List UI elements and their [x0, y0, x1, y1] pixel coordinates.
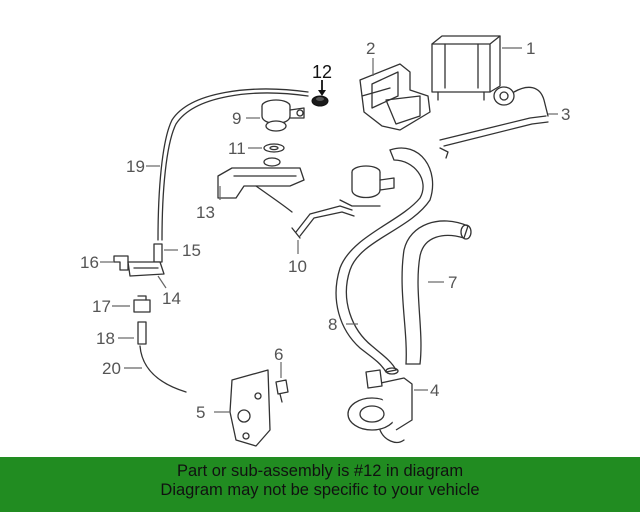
part-3-valve-tube[interactable] — [439, 86, 549, 159]
part-6-bolt[interactable] — [275, 379, 289, 403]
callout-7[interactable]: 7 — [448, 273, 457, 292]
part-7-hose[interactable] — [401, 220, 472, 365]
part-5-bracket[interactable] — [229, 369, 271, 447]
leader-12-arrowhead — [318, 90, 326, 96]
callout-16[interactable]: 16 — [80, 253, 99, 272]
callout-19[interactable]: 19 — [126, 157, 145, 176]
callout-4[interactable]: 4 — [430, 381, 439, 400]
part-18-short-hose[interactable] — [137, 321, 147, 345]
part-20-hose[interactable] — [139, 345, 187, 393]
callout-13[interactable]: 13 — [196, 203, 215, 222]
callout-11[interactable]: 11 — [228, 139, 246, 158]
part-8-hose[interactable] — [335, 147, 434, 375]
callout-8[interactable]: 8 — [328, 315, 337, 334]
part-13-bracket[interactable] — [217, 167, 305, 213]
part-16-elbow[interactable] — [113, 255, 129, 271]
callout-9[interactable]: 9 — [232, 109, 241, 128]
part-11-gasket[interactable] — [263, 143, 285, 167]
callout-3[interactable]: 3 — [561, 105, 570, 124]
callout-2[interactable]: 2 — [366, 39, 375, 58]
banner-line-disclaimer: Diagram may not be specific to your vehi… — [160, 481, 480, 499]
callout-1[interactable]: 1 — [526, 39, 535, 58]
callout-10[interactable]: 10 — [288, 257, 307, 276]
leader-14 — [157, 275, 167, 289]
part-19-hose-outline — [161, 92, 309, 241]
part-9-air-valve[interactable] — [261, 99, 305, 132]
part-19-hose[interactable] — [157, 88, 309, 241]
part-2-bracket[interactable] — [359, 63, 431, 131]
callout-17[interactable]: 17 — [92, 297, 111, 316]
callout-12[interactable]: 12 — [312, 62, 332, 82]
secondary-valve[interactable] — [339, 165, 395, 207]
part-12-seal[interactable] — [311, 95, 329, 107]
callout-14[interactable]: 14 — [162, 289, 181, 308]
callout-6[interactable]: 6 — [274, 345, 283, 364]
callout-5[interactable]: 5 — [196, 403, 205, 422]
part-1-canister[interactable] — [431, 35, 501, 101]
callout-18[interactable]: 18 — [96, 329, 115, 348]
part-4-air-pump[interactable] — [347, 369, 413, 444]
part-14-bracket[interactable] — [127, 261, 165, 277]
callout-15[interactable]: 15 — [182, 241, 201, 260]
callout-20[interactable]: 20 — [102, 359, 121, 378]
part-17-filter[interactable] — [133, 295, 151, 313]
part-10-pipe[interactable] — [291, 205, 355, 239]
vehicle-fit-banner: Part or sub-assembly is #12 in diagram D… — [0, 457, 640, 512]
part-15-connector[interactable] — [153, 243, 163, 263]
banner-line-part-info: Part or sub-assembly is #12 in diagram — [176, 462, 464, 480]
